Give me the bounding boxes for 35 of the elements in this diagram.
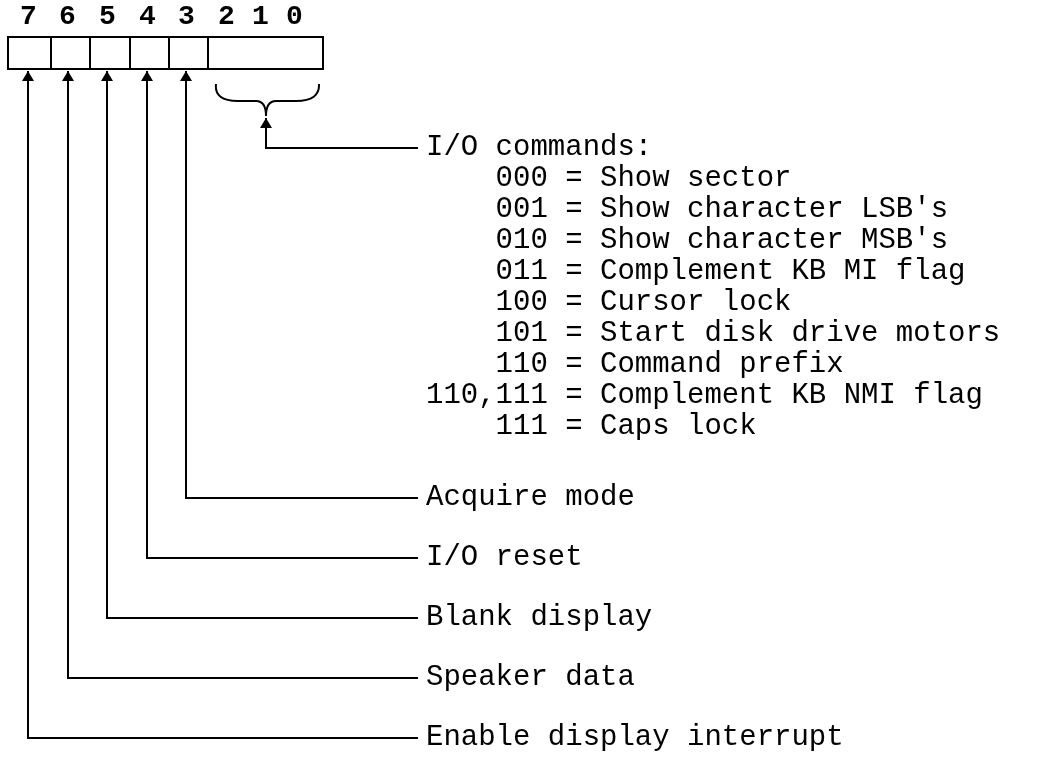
- register-bit-cell: [7, 36, 52, 70]
- command-code-entry: 001 = Show character LSB's: [495, 194, 949, 225]
- bit-number: 6: [59, 2, 76, 32]
- bit-function-label: Blank display: [426, 602, 653, 633]
- bit-number: 7: [20, 2, 37, 32]
- leader-arrow: [180, 70, 419, 499]
- bit-function-label: Enable display interrupt: [426, 722, 844, 753]
- register-bit-cell: [168, 36, 209, 70]
- register-bit-cell: [50, 36, 91, 70]
- command-code-entry: 010 = Show character MSB's: [495, 225, 949, 256]
- register-bit-cell: [89, 36, 131, 70]
- bit-number: 5: [99, 2, 116, 32]
- bit-function-label: I/O reset: [426, 542, 583, 573]
- command-code-entry: 110,111 = Complement KB NMI flag: [426, 380, 983, 411]
- command-code-entry: 011 = Complement KB MI flag: [495, 256, 966, 287]
- command-code-entry: 111 = Caps lock: [495, 411, 757, 442]
- register-bit-cell: [207, 36, 324, 70]
- leader-arrow: [141, 70, 419, 559]
- leader-arrow: [22, 70, 419, 739]
- command-code-entry: 110 = Command prefix: [495, 349, 844, 380]
- bit-function-label: Acquire mode: [426, 482, 635, 513]
- command-code-entry: 101 = Start disk drive motors: [495, 318, 1001, 349]
- bit-number: 0: [286, 2, 303, 32]
- leader-arrow: [260, 117, 419, 149]
- bit-number: 4: [139, 2, 156, 32]
- leader-arrow: [101, 70, 419, 619]
- leader-arrow: [62, 70, 419, 679]
- bit-number: 3: [178, 2, 195, 32]
- list-heading: I/O commands:: [426, 132, 653, 163]
- command-code-entry: 000 = Show sector: [495, 163, 792, 194]
- bit-function-label: Speaker data: [426, 662, 635, 693]
- bit-number: 2: [218, 2, 235, 32]
- register-bit-cell: [129, 36, 170, 70]
- bit-number: 1: [252, 2, 269, 32]
- command-code-entry: 100 = Cursor lock: [495, 287, 792, 318]
